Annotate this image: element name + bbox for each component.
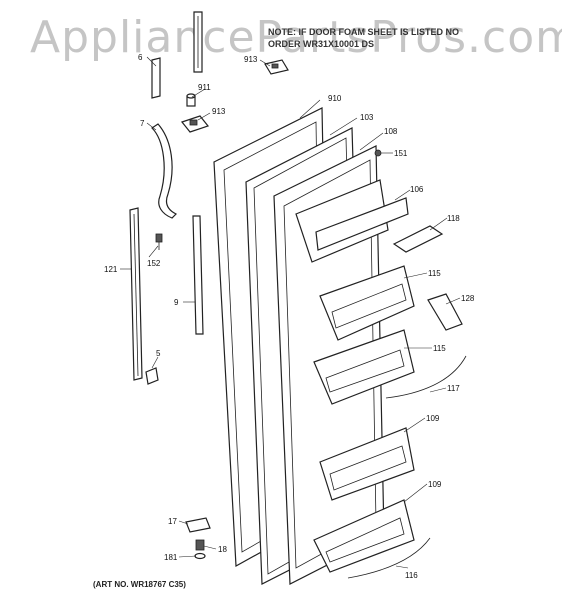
part-121-trim-strip (129, 207, 143, 381)
part-109-door-bin-lower (313, 499, 415, 573)
callout-108: 108 (384, 127, 398, 136)
part-5-hinge-cap (145, 367, 159, 385)
part-152-screw (155, 233, 163, 250)
part-913-plate-upper (264, 59, 289, 75)
part-109-door-bin-upper (319, 427, 415, 501)
leader-lines (120, 56, 461, 569)
callout-7: 7 (140, 119, 145, 128)
callout-labels: 6 913 911 913 7 910 103 108 151 106 118 … (104, 53, 475, 580)
callout-913-upper: 913 (244, 55, 258, 64)
part-18-hinge-pin (195, 539, 205, 551)
callout-116: 116 (405, 571, 418, 580)
order-note-line-2: ORDER WR31X10001 DS (268, 39, 375, 49)
callout-181: 181 (164, 553, 178, 562)
callout-121: 121 (104, 265, 118, 274)
part-128-bracket (427, 293, 463, 331)
part-115-shelf-bin-upper (319, 265, 415, 341)
callout-6: 6 (138, 53, 143, 62)
callout-911: 911 (198, 83, 211, 92)
watermark-text: AppliancePartsPros.com (30, 12, 562, 63)
callout-17: 17 (168, 517, 177, 526)
callout-910: 910 (328, 94, 342, 103)
art-number: (ART NO. WR18767 C35) (93, 580, 186, 589)
order-note-line-1: NOTE: IF DOOR FOAM SHEET IS LISTED NO (268, 27, 460, 37)
callout-913-lower: 913 (212, 107, 226, 116)
callout-128: 128 (461, 294, 475, 303)
callout-106: 106 (410, 185, 424, 194)
part-181-washer (194, 552, 206, 560)
part-7-handle (151, 123, 178, 219)
callout-115-lower: 115 (433, 344, 446, 353)
callout-151: 151 (394, 149, 408, 158)
part-117-retainer-bar (385, 355, 467, 399)
callout-117: 117 (447, 384, 460, 393)
callout-18: 18 (218, 545, 227, 554)
callout-5: 5 (156, 349, 161, 358)
part-151-screw (374, 149, 382, 157)
callout-109-lower: 109 (428, 480, 442, 489)
callout-152: 152 (147, 259, 161, 268)
callout-9: 9 (174, 298, 179, 307)
part-911-bushing (186, 93, 196, 107)
part-913-plate-lower (180, 115, 210, 133)
part-6-hinge-strip (151, 11, 203, 99)
order-note: NOTE: IF DOOR FOAM SHEET IS LISTED NO OR… (268, 26, 508, 50)
callout-115-upper: 115 (428, 269, 441, 278)
part-17-hinge-bracket (185, 517, 211, 533)
part-116-retainer-bar (347, 537, 431, 579)
part-115-shelf-bin-lower (313, 329, 415, 405)
part-118-tray (392, 225, 444, 253)
part-106-dairy-compartment (295, 179, 409, 263)
callout-109-upper: 109 (426, 414, 440, 423)
callout-103: 103 (360, 113, 374, 122)
callout-118: 118 (447, 214, 460, 223)
part-9-door-trim (192, 215, 204, 335)
